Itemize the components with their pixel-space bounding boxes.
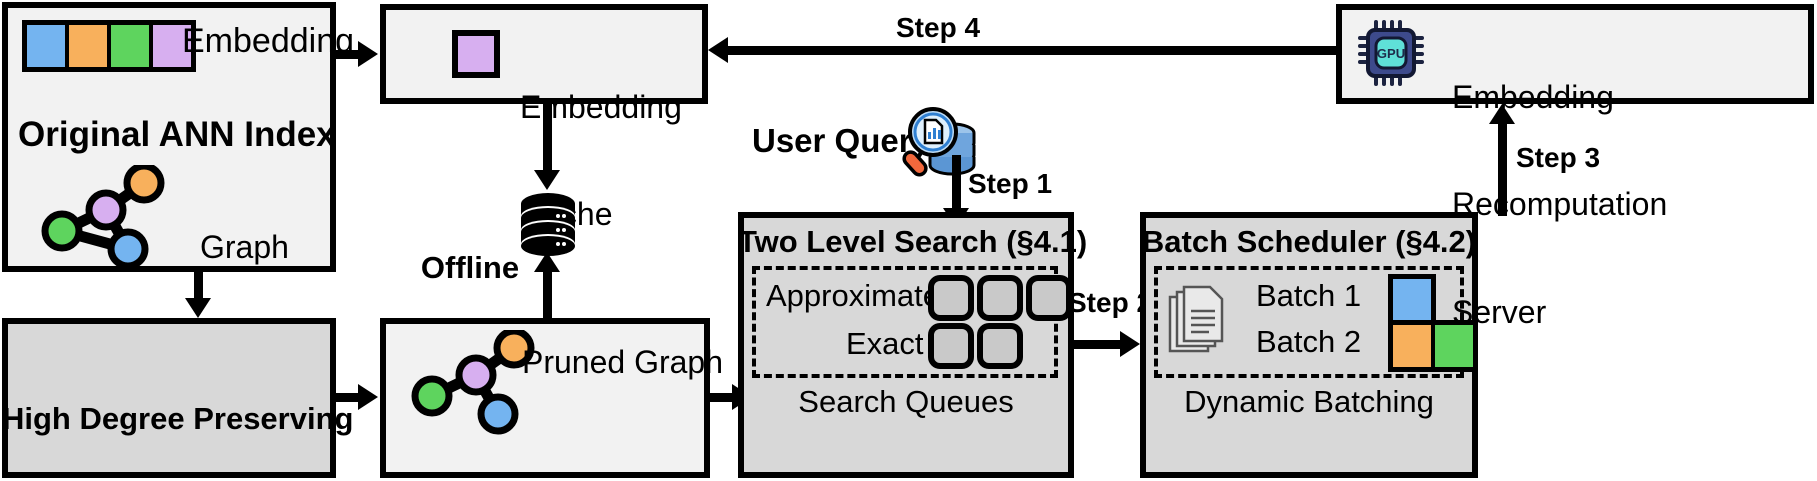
- arrow-pruned-to-storage-shaft: [543, 270, 552, 322]
- step3-label: Step 3: [1516, 142, 1601, 173]
- original-ann-index-title: Original ANN Index: [18, 115, 336, 154]
- arrow-ann-to-cache-shaft: [336, 50, 362, 59]
- embedding-cache-box: [380, 4, 708, 104]
- pruned-graph-illustration: [411, 330, 535, 435]
- dynamic-batching-footer: Dynamic Batching: [1184, 384, 1434, 419]
- embedding-cell-orange: [69, 25, 111, 67]
- graph-label: Graph: [200, 229, 289, 265]
- queue-slot: [928, 275, 974, 321]
- arrow-pruning-to-pruned-head: [358, 384, 378, 410]
- batch-scheduler-title: Batch Scheduler (§4.2): [1141, 224, 1477, 259]
- queue-slot: [928, 323, 974, 369]
- approximate-label: Approximate: [766, 278, 941, 313]
- arrow-cache-to-storage-shaft: [543, 104, 552, 174]
- batch1-label: Batch 1: [1256, 278, 1362, 313]
- embedding-cache-swatch: [452, 30, 500, 78]
- search-queues-dashed-region: [752, 266, 1058, 378]
- arrow-step1-shaft: [952, 155, 961, 213]
- pruned-graph-label: Pruned Graph: [522, 344, 724, 380]
- arrow-step2-shaft: [1074, 340, 1126, 349]
- arrow-ann-to-pruning-shaft: [194, 272, 203, 302]
- approximate-queue-slots: [928, 275, 1072, 321]
- queue-slot: [977, 275, 1023, 321]
- step2-label: Step 2: [1068, 287, 1153, 318]
- arrow-step4-shaft: [728, 46, 1338, 55]
- arrow-step3-shaft: [1498, 122, 1507, 216]
- exact-label: Exact: [846, 326, 924, 361]
- arrow-pruning-to-pruned-shaft: [336, 393, 362, 402]
- queue-slot: [1026, 275, 1072, 321]
- embedding-cell-purple: [153, 25, 191, 67]
- search-queues-footer: Search Queues: [798, 384, 1014, 419]
- embedding-label: Embedding: [182, 22, 355, 60]
- original-graph-illustration: [41, 165, 165, 270]
- arrow-pruned-to-storage-head: [534, 252, 560, 272]
- recompute-server-line3: Server: [1452, 293, 1547, 330]
- recompute-server-title: Embedding Recomputation Server: [1452, 8, 1667, 402]
- recompute-server-line2: Recomputation: [1452, 186, 1668, 223]
- two-level-search-box: [738, 212, 1074, 478]
- exact-queue-slots: [928, 323, 1023, 369]
- batch1-cells: [1388, 274, 1436, 326]
- graph-pruning-box: [2, 318, 336, 478]
- database-icon: [521, 193, 575, 256]
- documents-stack-icon: [1168, 285, 1224, 353]
- embedding-cell-green: [111, 25, 153, 67]
- gpu-chip-icon: GPU: [1358, 20, 1424, 86]
- step1-label: Step 1: [968, 168, 1053, 199]
- graph-pruning-title: High Degree Preserving Graph Pruning (§5…: [2, 333, 354, 481]
- step4-label: Step 4: [896, 12, 981, 43]
- offline-storage-line1: Offline: [420, 250, 520, 286]
- arrow-ann-to-pruning-head: [185, 298, 211, 318]
- arrow-step4-head: [708, 37, 728, 63]
- batch2-label: Batch 2: [1256, 324, 1362, 359]
- batch-cell-orange: [1393, 325, 1435, 367]
- recompute-server-line1: Embedding: [1452, 78, 1614, 115]
- arrow-ann-to-cache-head: [358, 41, 378, 67]
- batch2-cells: [1388, 320, 1478, 372]
- graph-pruning-line1: High Degree Preserving: [2, 401, 354, 437]
- batch-cell-green: [1435, 325, 1473, 367]
- gpu-icon-text: GPU: [1377, 46, 1405, 61]
- batch-cell-blue: [1393, 279, 1431, 321]
- embedding-vector-swatches: [22, 20, 196, 72]
- arrow-pruned-to-search-shaft: [710, 393, 738, 402]
- arrow-step2-head: [1120, 331, 1140, 357]
- arrow-step3-head: [1489, 104, 1515, 124]
- two-level-search-title: Two Level Search (§4.1): [738, 224, 1088, 259]
- arrow-cache-to-storage-head: [534, 170, 560, 190]
- embedding-cell-blue: [27, 25, 69, 67]
- queue-slot: [977, 323, 1023, 369]
